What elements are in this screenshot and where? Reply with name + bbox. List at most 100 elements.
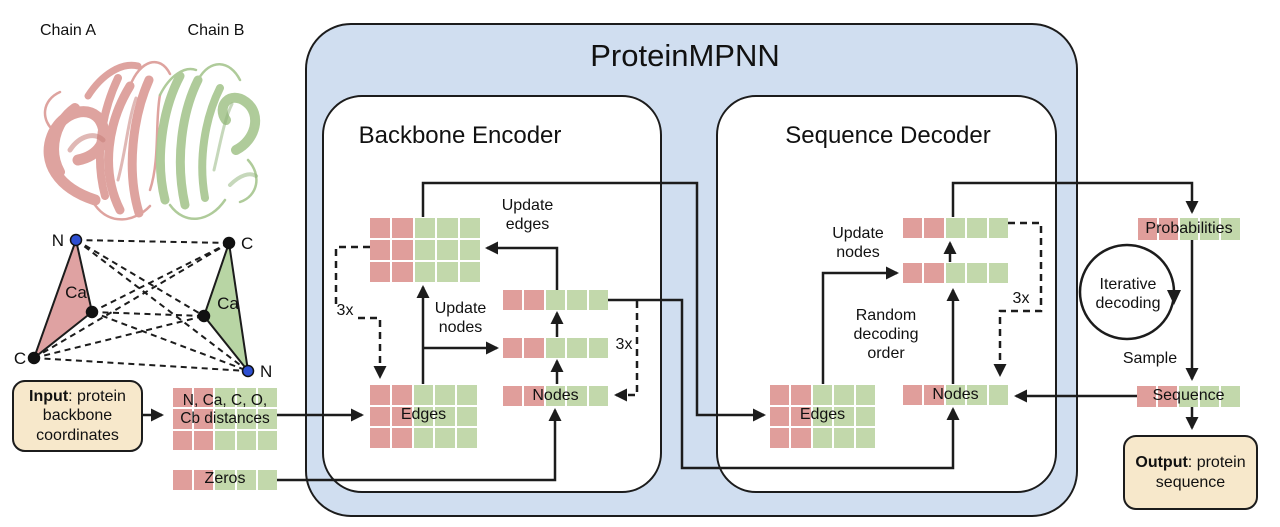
feature-cell-green: [567, 338, 587, 358]
feature-cell-green: [236, 430, 256, 450]
figure-title: ProteinMPNN: [590, 38, 780, 73]
encoder-edge-loop-arrow: [358, 316, 387, 379]
decoder-nodes-label: Nodes: [932, 386, 979, 403]
random-decoding-order-label: Random decoding order: [853, 307, 919, 362]
feature-cell-green: [414, 240, 436, 260]
feature-cell-red: [370, 262, 391, 282]
feature-cell-red: [392, 240, 413, 260]
output-box-bold: Output: [1135, 454, 1188, 472]
chain-a-label: Chain A: [39, 22, 97, 39]
atom-labels: N Ca C C Ca N: [14, 231, 272, 381]
sequence-decoder-panel: [716, 95, 1057, 493]
feature-cell-red: [903, 263, 923, 283]
encoder-edges-grid: [370, 385, 477, 448]
distances-label: N, Ca, C, O, Cb distances: [180, 392, 270, 428]
feature-cell-green: [812, 406, 833, 427]
encoder-nodes-strip: [503, 386, 608, 406]
atom-label: C: [14, 349, 26, 368]
feature-cell-green: [457, 428, 477, 448]
feature-cell-green: [834, 406, 854, 427]
feature-cell-red: [770, 385, 790, 405]
feature-cell-green: [1221, 218, 1240, 240]
feature-cell-red: [370, 385, 390, 405]
feature-cell-green: [545, 386, 566, 406]
feature-cell-red: [524, 290, 544, 310]
feature-cell-green: [545, 338, 566, 358]
feature-cell-green: [945, 385, 966, 405]
input-box-rest: : protein backbone coordinates: [36, 388, 126, 444]
feature-cell-red: [770, 406, 790, 427]
feature-cell-red: [1137, 386, 1156, 407]
feature-cell-green: [215, 409, 235, 429]
encoder-node-strip-top: [503, 290, 608, 310]
feature-cell-red: [391, 385, 412, 405]
feature-cell-green: [459, 240, 480, 260]
feature-cell-green: [588, 338, 608, 358]
distance-features-grid: [173, 388, 277, 450]
encoder-updated-edges-grid: [370, 218, 480, 282]
feature-cell-red: [1158, 218, 1178, 240]
feature-cell-green: [1179, 386, 1198, 407]
encoder-nodes-label: Nodes: [532, 387, 579, 404]
decoder-nodes-strip: [903, 385, 1008, 405]
feature-cell-green: [1200, 218, 1220, 240]
feature-cell-green: [236, 409, 256, 429]
feature-cell-green: [567, 290, 587, 310]
feature-cell-green: [413, 406, 434, 427]
feature-cell-green: [257, 409, 277, 429]
c-atom-dot: [27, 351, 41, 365]
arrow-update-edges: [485, 241, 559, 290]
feature-cell-green: [855, 428, 875, 448]
feature-cell-green: [435, 385, 456, 405]
feature-cell-red: [903, 385, 923, 405]
feature-cell-green: [588, 386, 608, 406]
feature-cell-red: [391, 428, 412, 448]
feature-cell-red: [370, 218, 391, 238]
feature-cell-green: [215, 430, 235, 450]
backbone-frame-graph: N Ca C C Ca N: [14, 231, 272, 381]
feature-cell-red: [903, 218, 923, 238]
output-box-text: Output: protein sequence: [1129, 453, 1252, 491]
feature-cell-green: [457, 385, 477, 405]
flow-arrows: [143, 181, 1199, 482]
interatomic-distance-lines: [33, 239, 249, 372]
sequence-label: Sequence: [1152, 387, 1225, 404]
encoder-edges-label: Edges: [400, 406, 447, 423]
feature-cell-green: [834, 385, 854, 405]
iterative-loop-arrowhead: [1167, 290, 1181, 305]
feature-cell-green: [435, 428, 456, 448]
chain-a-residue-triangle: [31, 236, 94, 361]
decoder-edges-label: Edges: [799, 406, 846, 423]
decoder-update-nodes-label: Update nodes: [832, 225, 884, 261]
feature-cell-red: [370, 428, 390, 448]
feature-cell-green: [855, 406, 875, 427]
feature-cell-green: [437, 240, 458, 260]
output-box: Output: protein sequence: [1123, 435, 1258, 510]
feature-cell-green: [236, 470, 256, 490]
zeros-strip: [173, 470, 277, 490]
feature-cell-red: [173, 409, 193, 429]
feature-cell-green: [437, 218, 458, 238]
output-box-rest: : protein sequence: [1155, 454, 1246, 491]
feature-cell-green: [459, 262, 480, 282]
feature-cell-green: [414, 262, 436, 282]
feature-cell-green: [215, 388, 235, 408]
feature-cell-red: [194, 388, 214, 408]
n-atom-dot: [241, 364, 255, 378]
feature-cell-green: [257, 470, 277, 490]
c-atom-dot: [222, 236, 236, 250]
feature-cell-red: [1158, 386, 1177, 407]
sample-label: Sample: [1122, 350, 1178, 367]
feature-cell-green: [545, 290, 566, 310]
n-atom-dot: [69, 233, 83, 247]
feature-cell-green: [967, 263, 987, 283]
feature-cell-green: [414, 218, 436, 238]
feature-cell-green: [988, 218, 1008, 238]
feature-cell-red: [524, 338, 544, 358]
atom-label: N: [52, 231, 64, 250]
ca-atom-dot: [85, 305, 99, 319]
feature-cell-green: [1221, 386, 1240, 407]
feature-cell-red: [173, 430, 193, 450]
